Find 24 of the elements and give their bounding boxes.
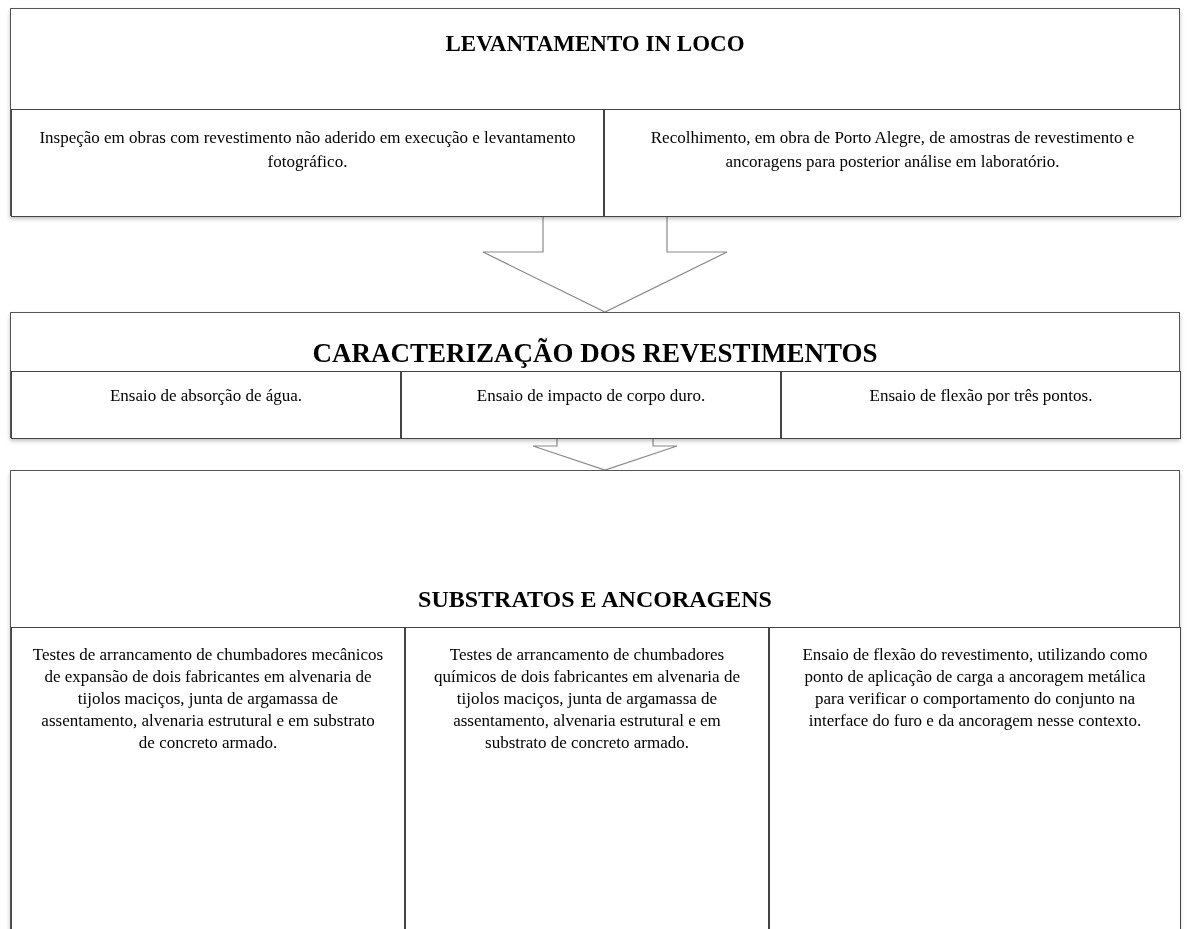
box-text: Ensaio de absorção de água. [108,385,304,407]
section-title: SUBSTRATOS E ANCORAGENS [417,585,773,614]
process-box [405,627,769,929]
process-box [604,109,1181,217]
section-box [10,470,1180,929]
section-title: CARACTERIZAÇÃO DOS REVESTIMENTOS [311,337,879,370]
box-text: Ensaio de flexão por três pontos. [868,385,1094,407]
section-title: LEVANTAMENTO IN LOCO [444,30,746,58]
process-box [401,371,781,439]
box-text: Testes de arrancamento de chumbadores químicos de dois fabricantes em alvenaria de tijolos maciços, junta de argamassa de assentamento, alvenaria estrutural e em substrato de concreto armado. [433,644,741,754]
box-text: Inspeção em obras com revestimento não aderido em execução e levantamento fotográfico. [38,127,577,173]
box-text: Ensaio de impacto de corpo duro. [475,385,707,407]
box-text: Testes de arrancamento de chumbadores mecânicos de expansão de dois fabricantes em alvenaria de tijolos maciços, junta de argamassa de assentamento, alvenaria estrutural e em substrato de concreto armado. [32,644,384,754]
section-box [10,312,1180,438]
box-text: Recolhimento, em obra de Porto Alegre, de amostras de revestimento e ancoragens para posterior análise em laboratório. [649,127,1136,173]
box-text: Ensaio de flexão do revestimento, utilizando como ponto de aplicação de carga a ancoragem metálica para verificar o comportamento do conjunto na interface do furo e da ancoragem nesse contexto. [801,644,1149,732]
process-box [769,627,1181,929]
process-box [11,627,405,929]
process-box [11,371,401,439]
section-box [10,8,1180,216]
block-arrow [482,215,728,313]
block-arrow [532,437,678,471]
process-box [781,371,1181,439]
process-box [11,109,604,217]
